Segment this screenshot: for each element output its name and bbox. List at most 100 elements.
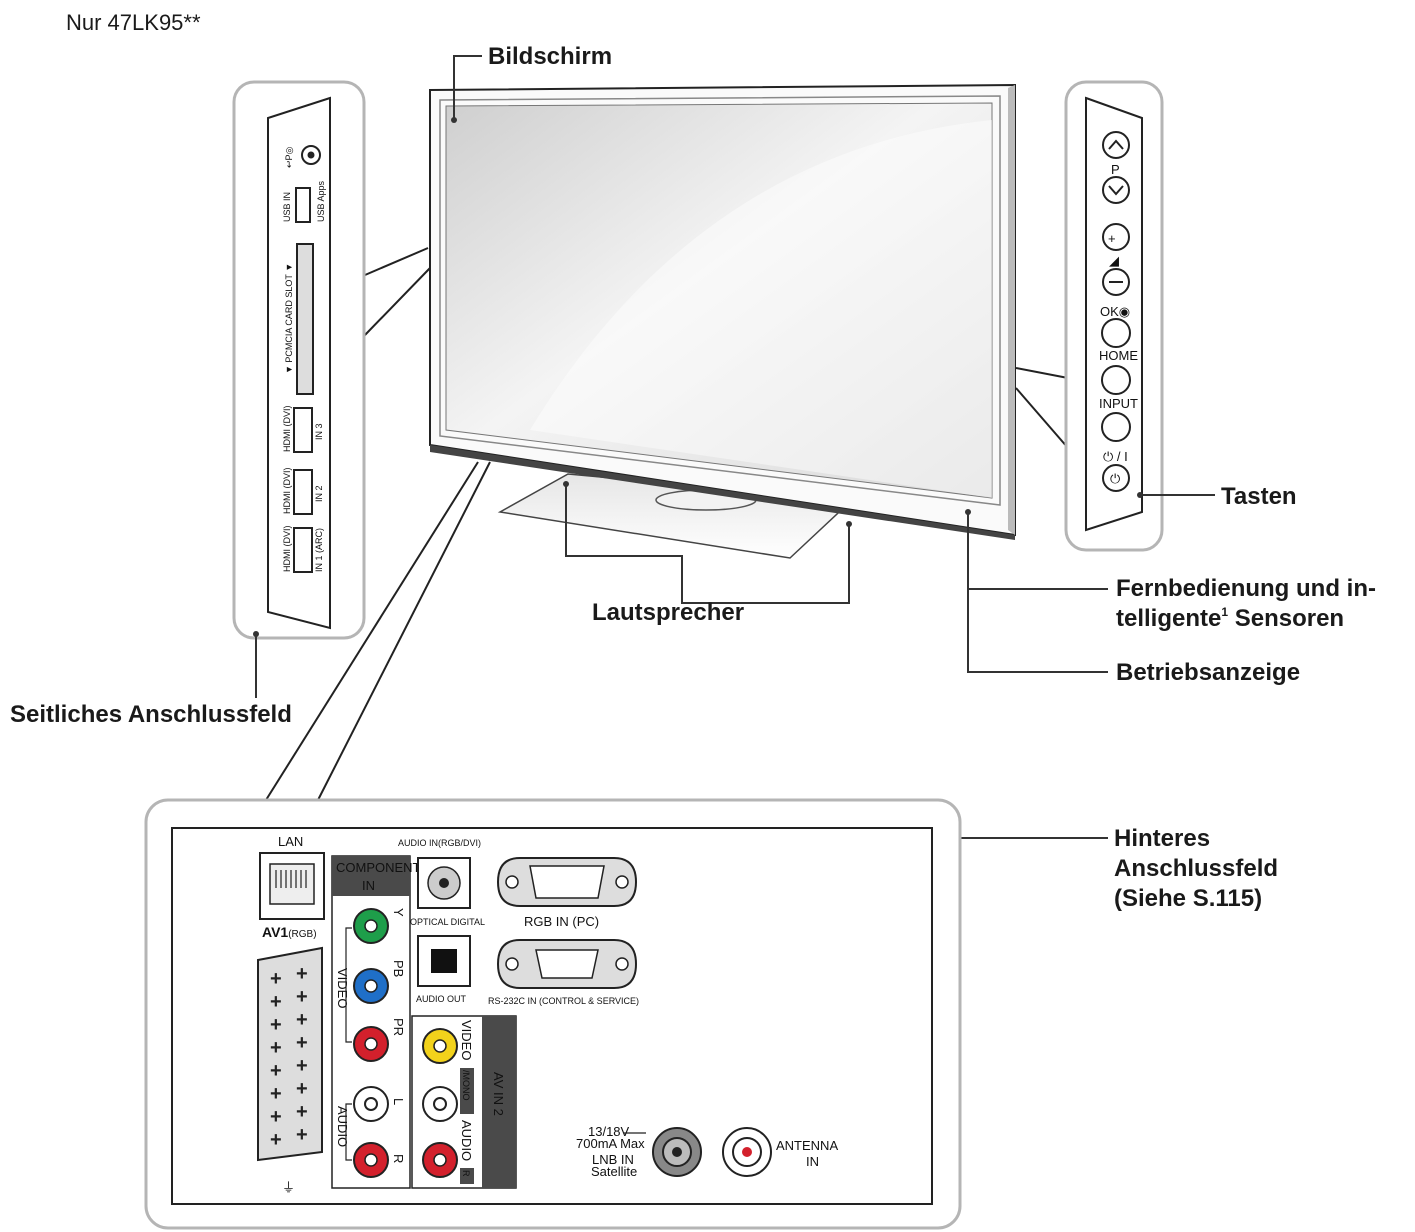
svg-text:+: + bbox=[296, 963, 308, 985]
hdmi2-in-label: IN 2 bbox=[314, 485, 324, 502]
y-label: Y bbox=[391, 908, 406, 917]
svg-text:+: + bbox=[296, 1078, 308, 1100]
ok-label: OK◉ bbox=[1100, 304, 1130, 319]
pcmcia-label: ▼ PCMCIA CARD SLOT ▼ bbox=[284, 263, 294, 374]
volume-up-button[interactable] bbox=[1102, 223, 1130, 251]
ok-button[interactable] bbox=[1101, 318, 1131, 348]
lan-pins bbox=[275, 870, 307, 888]
rear-panel-label-line1: Hinteres bbox=[1114, 825, 1210, 852]
svg-text:+: + bbox=[270, 1129, 282, 1151]
lnb-label-line2: 700mA Max bbox=[576, 1136, 645, 1151]
home-button[interactable] bbox=[1101, 365, 1131, 395]
screen-reflection bbox=[530, 120, 992, 498]
lnb-label-line4: Satellite bbox=[591, 1164, 637, 1179]
program-down-button[interactable] bbox=[1102, 176, 1130, 204]
program-up-button[interactable] bbox=[1102, 131, 1130, 159]
power-icon: ⏻ bbox=[1110, 471, 1120, 486]
model-note: Nur 47LK95** bbox=[66, 10, 201, 35]
antenna-label-line2: IN bbox=[806, 1154, 819, 1169]
lan-port bbox=[269, 863, 315, 905]
audio-r-label: R bbox=[391, 1154, 406, 1163]
volume-label: ◢ bbox=[1109, 253, 1119, 268]
pr-label: PR bbox=[391, 1018, 406, 1036]
pb-label: PB bbox=[391, 960, 406, 977]
av-in2-r-label: R bbox=[461, 1170, 471, 1177]
av-in2-video-label: VIDEO bbox=[459, 1020, 474, 1060]
svg-text:+: + bbox=[270, 991, 282, 1013]
av-in2-header bbox=[482, 1016, 516, 1188]
audio-bracket-label: AUDIO bbox=[335, 1106, 350, 1147]
program-label: P bbox=[1111, 162, 1120, 177]
pcmcia-slot bbox=[296, 243, 314, 395]
svg-text:+: + bbox=[270, 1083, 282, 1105]
video-bracket bbox=[345, 927, 352, 1043]
rgb-in-label: RGB IN (PC) bbox=[524, 914, 599, 929]
remote-sensors-label-line1: Fernbedienung und in- bbox=[1116, 575, 1376, 602]
headphone-jack-hole bbox=[307, 151, 315, 159]
home-label: HOME bbox=[1099, 348, 1138, 363]
svg-text:+: + bbox=[296, 1101, 308, 1123]
buttons-callout: P + ◢ OK◉ HOME INPUT ⏻ / I ⏻ bbox=[1015, 80, 1164, 552]
optical-digital-label: OPTICAL DIGITAL bbox=[410, 917, 485, 927]
svg-text:+: + bbox=[270, 1037, 282, 1059]
remote-sensors-label-line2: telligente1 Sensoren bbox=[1116, 605, 1344, 632]
rear-panel-label-line2: Anschlussfeld bbox=[1114, 855, 1278, 882]
audio-in-rgb-dvi-label: AUDIO IN(RGB/DVI) bbox=[398, 838, 481, 848]
hdmi2-label: HDMI (DVI) bbox=[282, 468, 292, 515]
ground-icon: ⏚ bbox=[282, 1180, 295, 1195]
rear-panel-label-line3: (Siehe S.115) bbox=[1114, 885, 1262, 912]
svg-text:+: + bbox=[270, 968, 282, 990]
svg-text:+: + bbox=[296, 1124, 308, 1146]
audio-l-label: L bbox=[391, 1098, 406, 1105]
svg-text:+: + bbox=[270, 1014, 282, 1036]
screen-label: Bildschirm bbox=[488, 43, 612, 70]
buttons-label: Tasten bbox=[1221, 483, 1297, 510]
av-in2-audio-label: AUDIO bbox=[459, 1120, 474, 1161]
usb-in-label: USB IN bbox=[282, 192, 292, 222]
input-label: INPUT bbox=[1099, 396, 1138, 411]
hdmi2-port bbox=[293, 469, 313, 515]
tv-bezel-inner bbox=[439, 95, 1001, 506]
antenna-label-line1: ANTENNA bbox=[776, 1138, 838, 1153]
power-indicator-label: Betriebsanzeige bbox=[1116, 659, 1300, 686]
tv-set bbox=[429, 83, 1016, 559]
plus-icon: + bbox=[1108, 231, 1116, 246]
speakers-label: Lautsprecher bbox=[592, 599, 744, 626]
hdmi3-port bbox=[293, 407, 313, 453]
rs232c-label: RS-232C IN (CONTROL & SERVICE) bbox=[488, 996, 639, 1006]
svg-text:+: + bbox=[296, 1032, 308, 1054]
lan-label: LAN bbox=[278, 834, 303, 849]
svg-text:+: + bbox=[296, 1009, 308, 1031]
hdmi1-in-label: IN 1 (ARC) bbox=[314, 528, 324, 572]
svg-text:+: + bbox=[296, 1055, 308, 1077]
svg-text:+: + bbox=[296, 986, 308, 1008]
hdmi1-port bbox=[293, 527, 313, 573]
side-panel-label: Seitliches Anschlussfeld bbox=[10, 701, 292, 728]
headphone-label: ↩P◎ bbox=[284, 146, 294, 168]
audio-bracket bbox=[345, 1103, 352, 1161]
component-header bbox=[332, 856, 410, 896]
tv-bottom-edge bbox=[430, 445, 1015, 540]
chevron-down-icon bbox=[1108, 185, 1124, 196]
audio-out-label: AUDIO OUT bbox=[416, 994, 467, 1004]
usb-port bbox=[295, 187, 311, 223]
video-bracket-label: VIDEO bbox=[335, 968, 350, 1008]
av1-label: AV1(RGB) bbox=[262, 924, 317, 940]
side-panel-callout: ↩P◎ USB IN USB Apps ▼ PCMCIA CARD SLOT ▼… bbox=[232, 80, 431, 640]
hdmi1-label: HDMI (DVI) bbox=[282, 526, 292, 573]
component-label: COMPONENT bbox=[336, 860, 421, 875]
scart-port bbox=[257, 946, 323, 1162]
scart-pins: ++ ++ ++ ++ ++ ++ ++ ++ bbox=[270, 963, 308, 1151]
lnb-label-line1: 13/18V bbox=[588, 1124, 630, 1139]
power-button[interactable] bbox=[1102, 464, 1130, 492]
tv-right-edge bbox=[1008, 85, 1015, 535]
svg-text:+: + bbox=[270, 1106, 282, 1128]
tv-screen bbox=[445, 102, 993, 499]
av-in2-label: AV IN 2 bbox=[491, 1072, 506, 1116]
chevron-up-icon bbox=[1108, 139, 1124, 150]
rear-panel-callout: LAN AV1(RGB) ++ ++ ++ ++ ++ ++ ++ ++ ⏚ C… bbox=[144, 461, 962, 1230]
svg-text:+: + bbox=[270, 1060, 282, 1082]
input-button[interactable] bbox=[1101, 412, 1131, 442]
av-in2-mono-label: /MONO bbox=[461, 1070, 471, 1101]
